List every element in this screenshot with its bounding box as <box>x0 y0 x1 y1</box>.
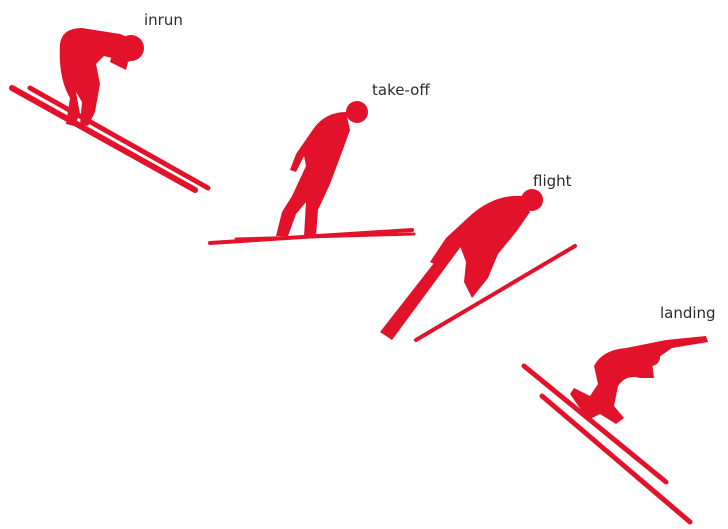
flight-phase: flight <box>380 172 575 340</box>
takeoff-phase: take-off <box>210 81 430 243</box>
landing-phase: landing <box>524 304 716 522</box>
inrun-skier-figure <box>12 28 208 190</box>
landing-label: landing <box>660 304 716 322</box>
inrun-label: inrun <box>144 11 183 29</box>
inrun-phase: inrun <box>12 11 208 190</box>
flight-label: flight <box>533 172 572 190</box>
landing-skier-figure <box>524 336 708 522</box>
takeoff-skier-figure <box>210 101 414 243</box>
takeoff-label: take-off <box>372 81 430 99</box>
flight-skier-figure <box>380 189 575 340</box>
